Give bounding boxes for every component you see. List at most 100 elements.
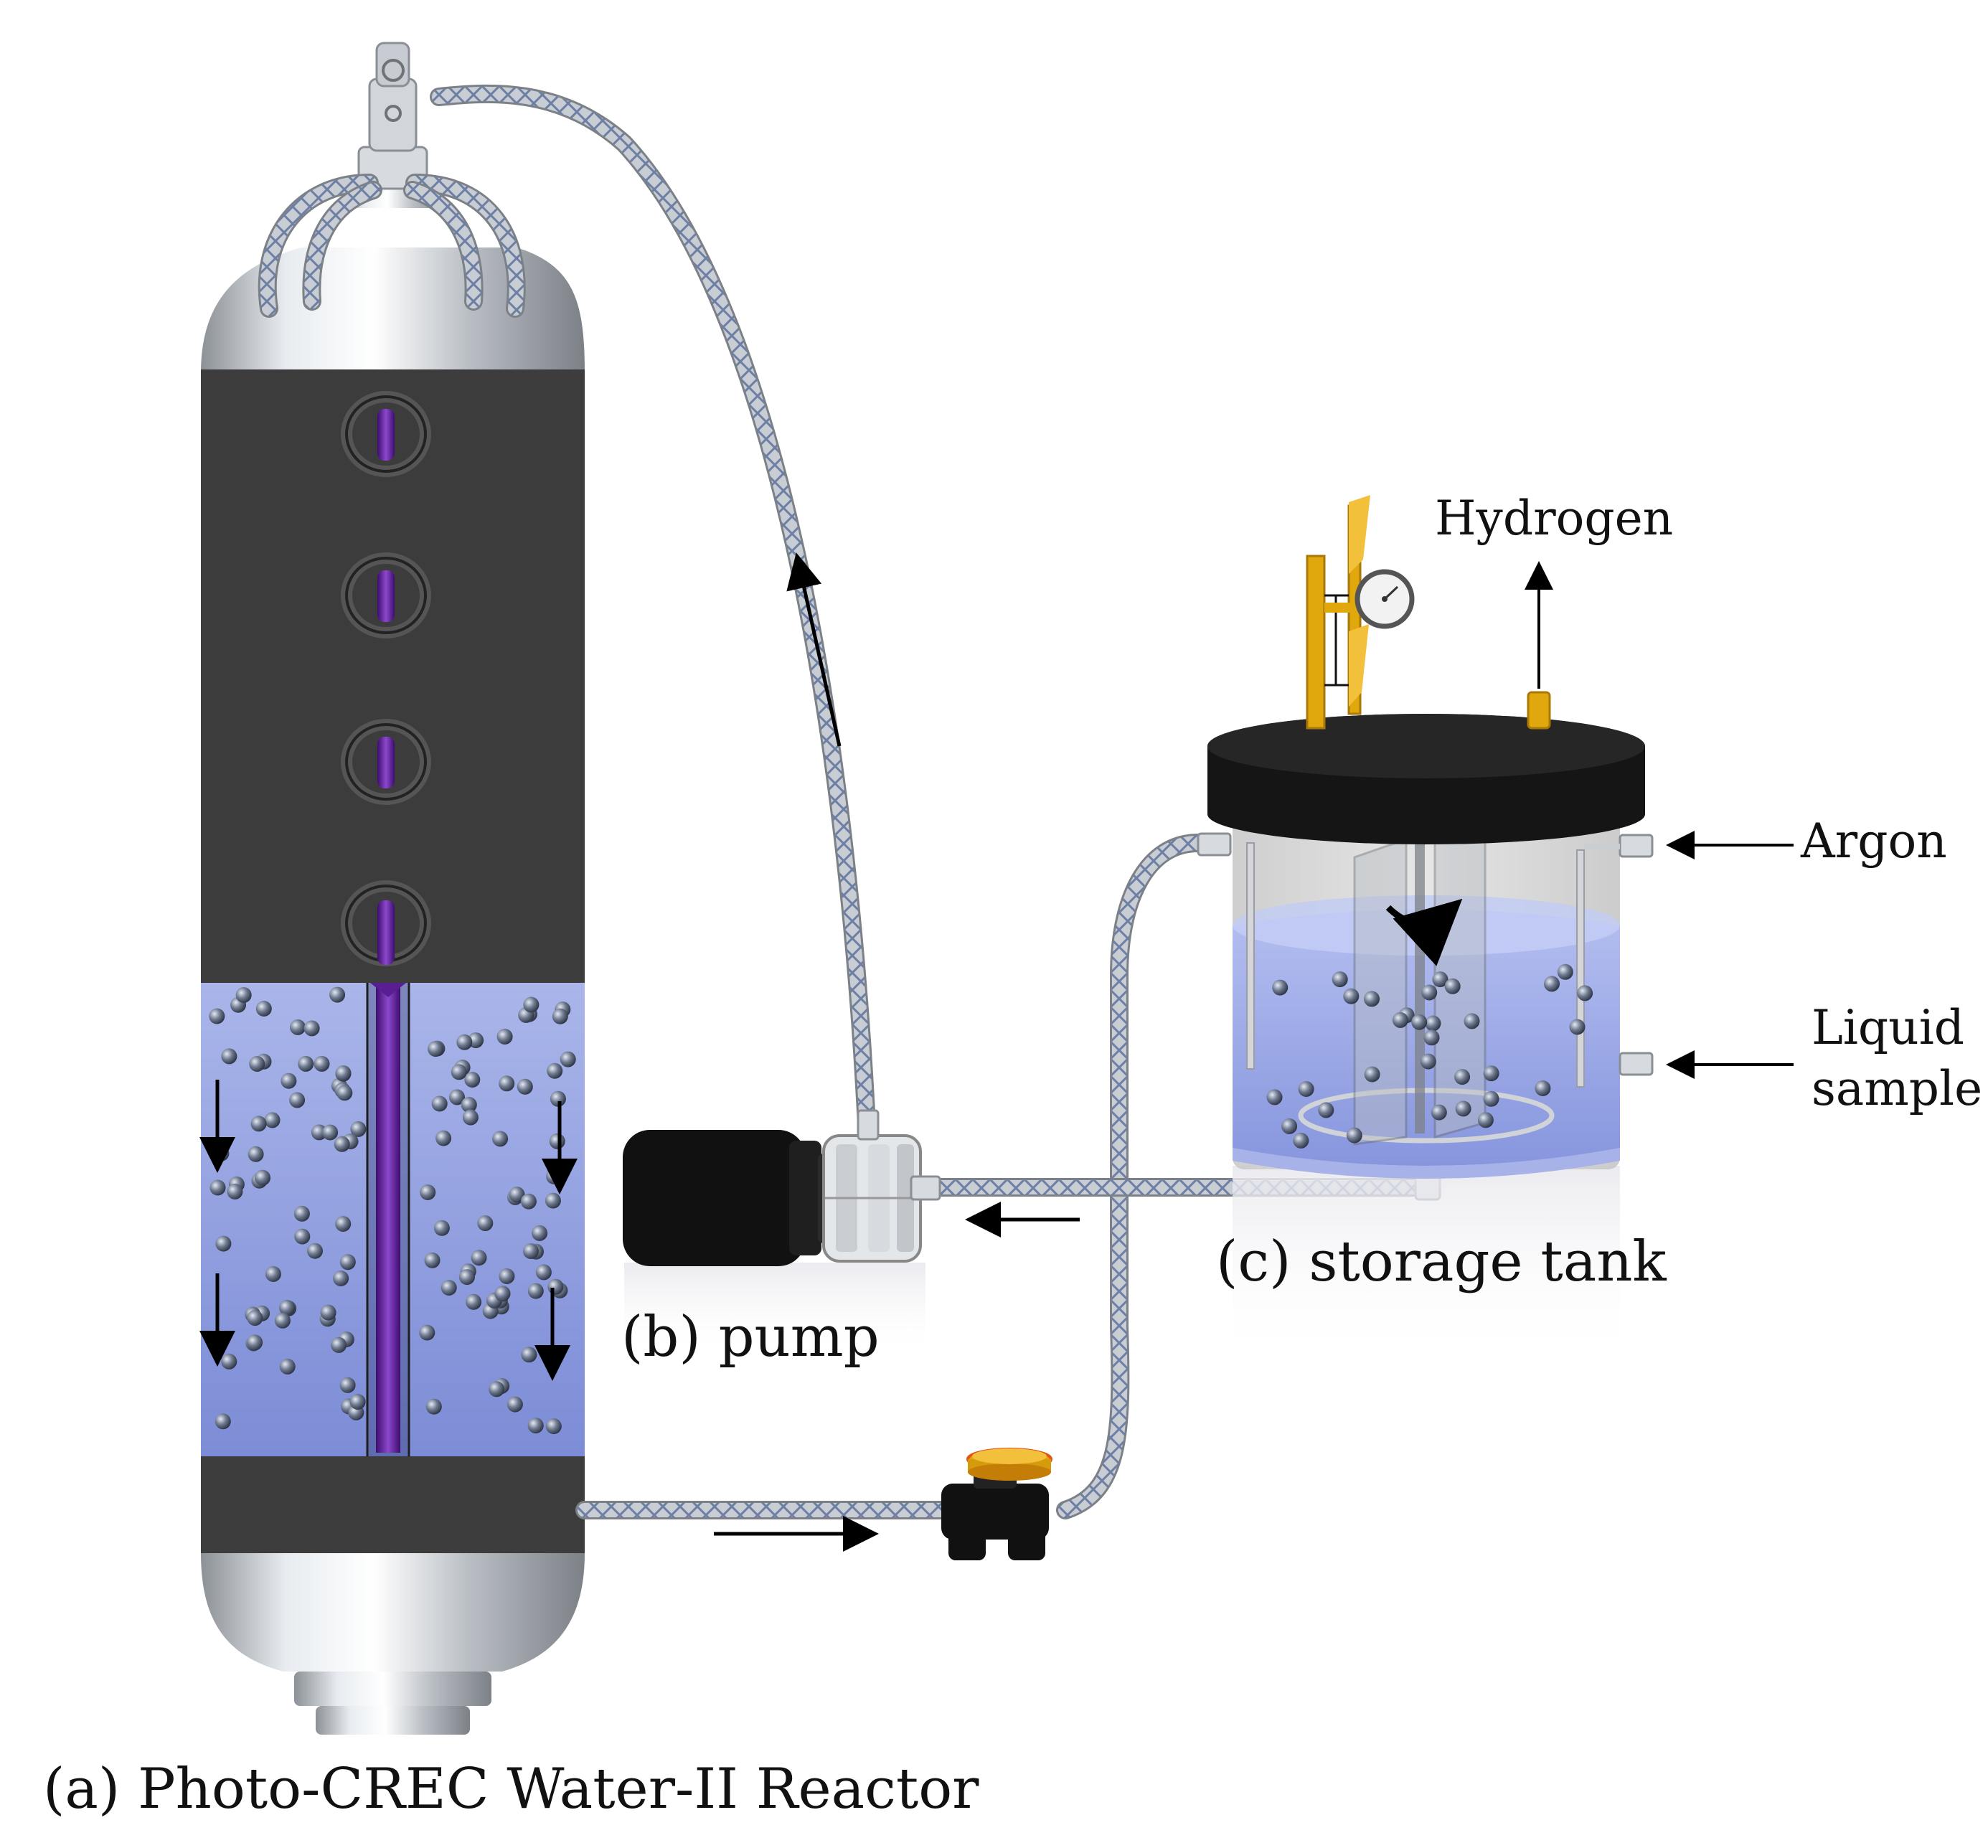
catalyst-particle (456, 1034, 473, 1050)
catalyst-particle (298, 1055, 314, 1072)
catalyst-particle (1577, 985, 1593, 1001)
catalyst-particle (281, 1072, 297, 1089)
catalyst-particle (1420, 1053, 1436, 1070)
catalyst-particle (425, 1398, 442, 1415)
catalyst-particle (289, 1092, 306, 1108)
sampling-port-2 (341, 552, 431, 638)
distribution-hoses (258, 174, 526, 318)
catalyst-particle (1454, 1069, 1471, 1085)
catalyst-particle (1455, 1100, 1471, 1117)
pipe-flow-arrows (714, 552, 1080, 1552)
reactor-bottom-band (201, 1456, 585, 1553)
hydrogen-label: Hydrogen (1435, 491, 1673, 546)
liquid-sample-fitting (1619, 1052, 1654, 1076)
catalyst-particle (1535, 1080, 1551, 1096)
catalyst-particle (492, 1131, 509, 1147)
liquid-sample-label-line2: sample (1812, 1061, 1982, 1116)
catalyst-particle (420, 1184, 436, 1200)
rotation-arrow (1385, 898, 1463, 966)
catalyst-particle (1444, 978, 1461, 994)
catalyst-particle (449, 1089, 465, 1106)
catalyst-particle (248, 1146, 264, 1162)
catalyst-particle (314, 1055, 330, 1072)
catalyst-particle (419, 1324, 435, 1341)
reactor-top-dome (201, 248, 585, 373)
catalyst-particle (250, 1116, 267, 1132)
catalyst-particle (293, 1205, 310, 1222)
catalyst-particle (249, 1056, 265, 1072)
catalyst-particle (499, 1268, 515, 1284)
catalyst-particle (1432, 971, 1448, 988)
liquid-sample-label-line1: Liquid (1812, 1000, 1964, 1055)
catalyst-particle (464, 1072, 481, 1088)
reactor (199, 42, 585, 1735)
storage-tank-label: (c) storage tank (1216, 1230, 1667, 1294)
pump-motor (623, 1130, 806, 1266)
stirrer-impeller (1353, 811, 1487, 1146)
catalyst-particle (507, 1396, 523, 1413)
catalyst-particle (335, 1065, 352, 1081)
catalyst-particle (303, 1020, 320, 1037)
sampling-port-3 (341, 719, 431, 805)
argon-label: Argon (1800, 814, 1947, 869)
catalyst-particle (1318, 1102, 1334, 1118)
catalyst-particle (333, 1270, 349, 1286)
catalyst-particle (1544, 976, 1560, 992)
catalyst-particle (496, 1029, 513, 1045)
catalyst-particle (335, 1216, 352, 1232)
catalyst-particle (255, 1169, 270, 1186)
catalyst-particle (1281, 1118, 1298, 1134)
catalyst-particle (424, 1252, 441, 1268)
catalyst-particle (466, 1293, 482, 1310)
catalyst-particle (1477, 1112, 1494, 1128)
catalyst-particle (545, 1192, 561, 1209)
catalyst-particle (334, 1136, 350, 1152)
catalyst-particle (336, 1085, 353, 1101)
catalyst-particle (290, 1019, 306, 1035)
catalyst-particle (532, 1225, 548, 1241)
reactor-bottom-flange (294, 1672, 491, 1706)
catalyst-particle (1364, 1066, 1380, 1083)
pump (623, 1109, 941, 1356)
catalyst-particle (431, 1095, 448, 1112)
catalyst-particle (547, 1278, 564, 1295)
pump-label: (b) pump (621, 1305, 880, 1370)
catalyst-particle (458, 1269, 475, 1286)
catalyst-particle (1392, 1012, 1408, 1028)
catalyst-particle (307, 1243, 323, 1259)
catalyst-particle (1425, 1015, 1441, 1032)
catalyst-particle (560, 1051, 576, 1067)
catalyst-particle (435, 1130, 452, 1146)
catalyst-particle (235, 987, 252, 1003)
catalyst-particle (1364, 991, 1380, 1007)
catalyst-particle (1266, 1089, 1283, 1106)
catalyst-particle (461, 1097, 477, 1113)
catalyst-particle (547, 1062, 563, 1079)
catalyst-particle (1483, 1090, 1499, 1107)
catalyst-particle (451, 1064, 467, 1080)
catalyst-particle (1569, 1019, 1586, 1035)
inlet-fitting (1197, 832, 1232, 857)
storage-tank (1197, 495, 1794, 1363)
catalyst-particle (550, 1090, 566, 1107)
catalyst-particle (320, 1304, 336, 1321)
sampling-port-1 (341, 391, 431, 477)
catalyst-particle (329, 986, 346, 1003)
catalyst-particle (441, 1280, 457, 1296)
catalyst-particle (294, 1228, 311, 1245)
catalyst-particle (349, 1394, 366, 1410)
sampling-port-4 (341, 880, 431, 966)
catalyst-particle (209, 1179, 226, 1196)
hydrogen-outlet-fitting (1527, 691, 1551, 730)
catalyst-particle (527, 1418, 544, 1434)
catalyst-particle (471, 1250, 487, 1266)
catalyst-particle (339, 1377, 356, 1393)
catalyst-particle (1557, 963, 1573, 980)
uv-lamp (376, 983, 400, 1453)
catalyst-particle (264, 1112, 281, 1128)
catalyst-particle (215, 1413, 231, 1430)
catalyst-particle (279, 1358, 296, 1375)
argon-inlet-fitting (1619, 834, 1654, 858)
argon-sparge-tube (1576, 849, 1585, 1088)
catalyst-particle (545, 1418, 562, 1435)
